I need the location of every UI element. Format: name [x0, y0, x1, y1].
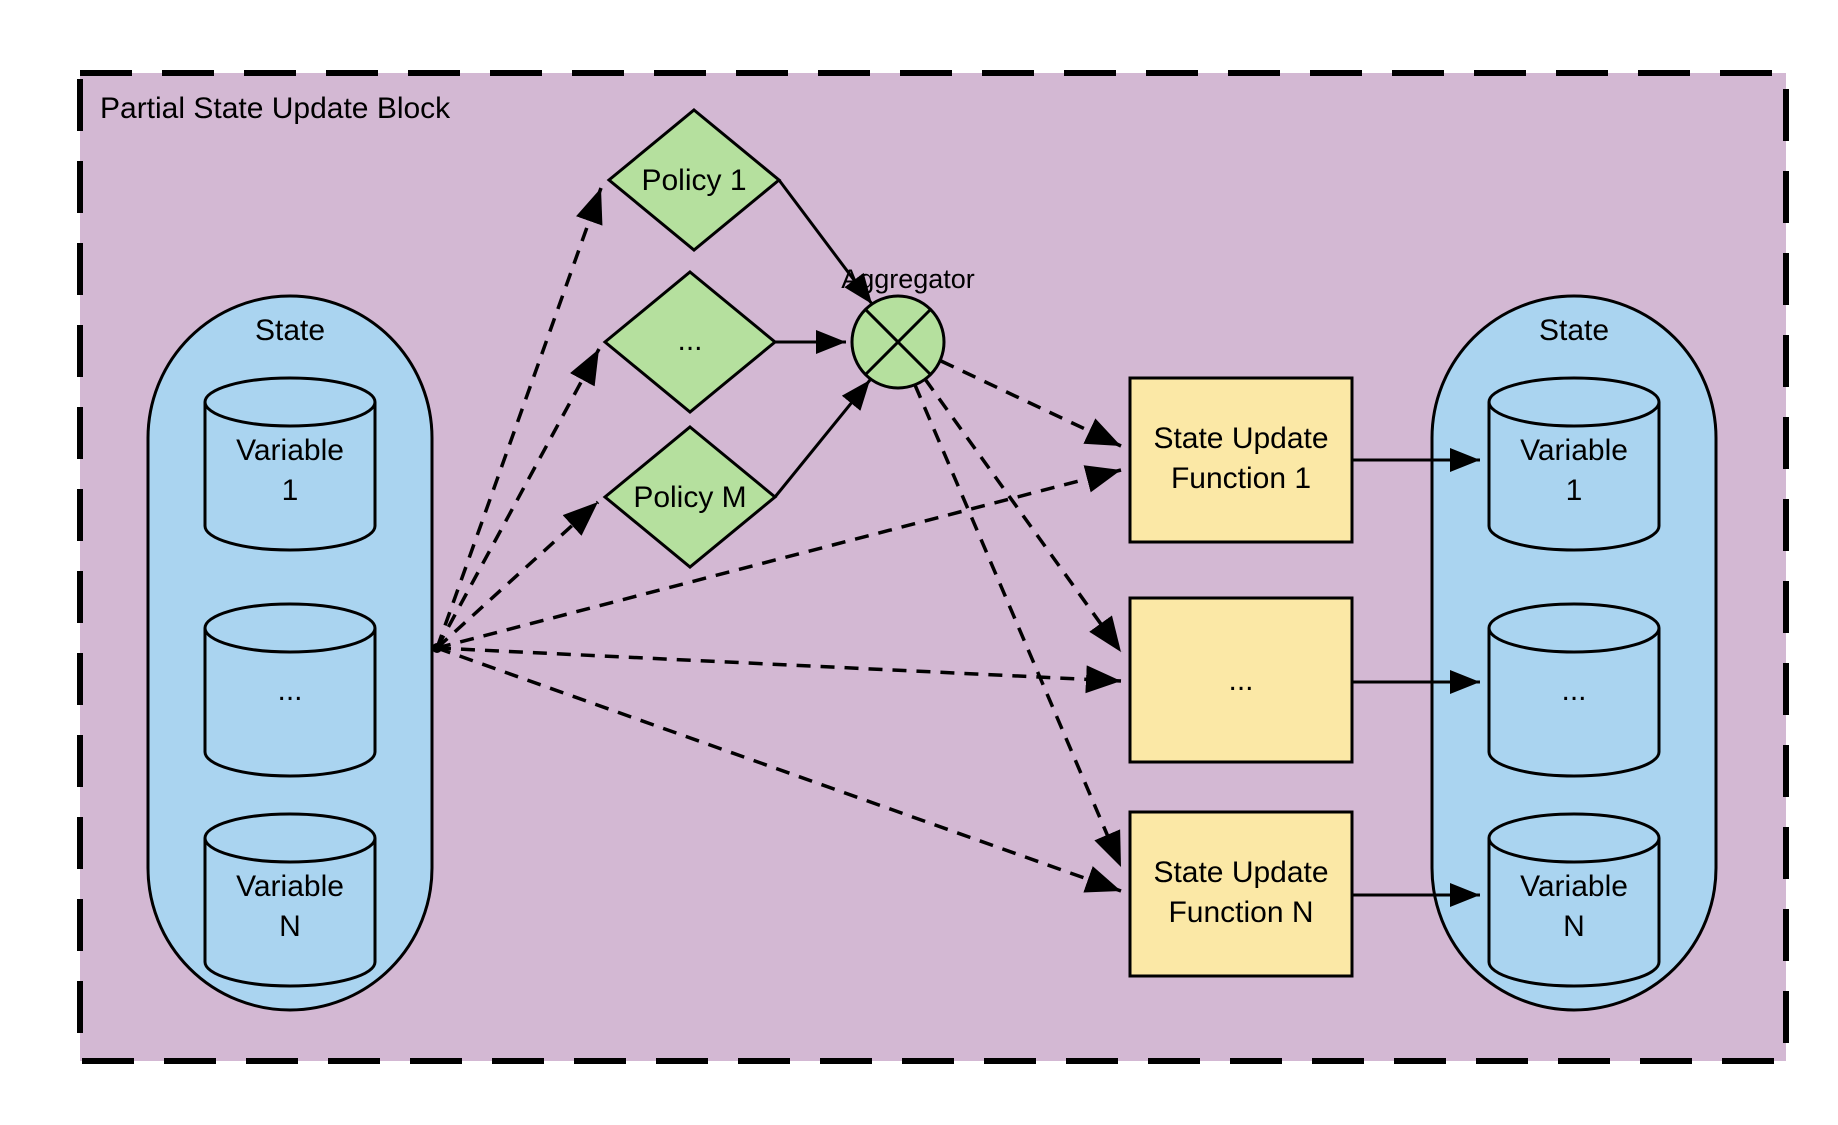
cylinder-top: [1487, 376, 1661, 428]
cylinder-top: [1487, 602, 1661, 654]
right-variable-n-label-line1: Variable: [1520, 870, 1628, 903]
state-update-function-1-label-line2: Function 1: [1171, 462, 1311, 495]
policy-m-diamond: [602, 425, 778, 569]
arrow-aggregator-to-suf-n: [913, 384, 1123, 868]
right-variable-1-cylinder: Variable 1: [1487, 376, 1661, 552]
policy-m-label: Policy M: [633, 481, 746, 514]
left-variable-1-label-line1: Variable: [236, 434, 344, 467]
right-variable-dots-cylinder: ...: [1487, 602, 1661, 778]
cylinder-body: [1487, 402, 1661, 552]
arrow-state-to-suf-n: [436, 646, 1122, 893]
arrow-state-to-policy-1: [435, 187, 603, 649]
right-variable-1-label-line2: 1: [1566, 474, 1583, 507]
cylinder-body: [203, 402, 377, 552]
arrow-aggregator-to-suf-dots: [923, 377, 1123, 654]
state-update-function-n-label-line2: Function N: [1168, 896, 1313, 929]
arrow-state-to-policy-dots: [435, 348, 601, 649]
cylinder-body: [203, 628, 377, 778]
block-title: Partial State Update Block: [100, 92, 451, 125]
policy-1: Policy 1: [606, 108, 782, 252]
left-variable-dots-label: ...: [277, 674, 302, 707]
cylinder-body: [1487, 628, 1661, 778]
arrow-state-to-policy-m: [435, 500, 600, 650]
state-update-function-n-box: [1128, 810, 1354, 978]
arrow-aggregator-to-suf-1: [940, 359, 1122, 448]
arrow-state-to-suf-dots: [436, 646, 1122, 694]
state-update-function-n: State Update Function N: [1128, 810, 1354, 978]
cylinder-top: [203, 812, 377, 864]
state-update-function-n-label-line1: State Update: [1153, 856, 1328, 889]
cylinder-body: [1487, 838, 1661, 988]
arrow-policy-m-to-aggregator: [773, 379, 872, 498]
left-variable-1-cylinder: Variable 1: [203, 376, 377, 552]
arrow-state-to-suf-1: [436, 465, 1122, 650]
aggregator-cross-line-2: [864, 308, 932, 376]
right-variable-n-cylinder: Variable N: [1487, 812, 1661, 988]
cylinder-top: [1487, 812, 1661, 864]
policy-1-label: Policy 1: [641, 164, 746, 197]
cylinder-top: [203, 376, 377, 428]
edges: [432, 179, 1480, 907]
state-update-function-1-box: [1128, 376, 1354, 544]
left-state-container: State Variable 1 ... Variable N: [146, 294, 434, 1012]
arrow-policy-1-to-aggregator: [777, 179, 874, 305]
state-update-function-dots: ...: [1128, 596, 1354, 764]
policy-1-diamond: [606, 108, 782, 252]
right-variable-dots-label: ...: [1561, 674, 1586, 707]
left-variable-dots-cylinder: ...: [203, 602, 377, 778]
left-variable-n-label-line1: Variable: [236, 870, 344, 903]
policy-dots-label: ...: [677, 324, 702, 357]
right-state-label: State: [1539, 314, 1609, 347]
policy-dots: ...: [602, 270, 778, 414]
cylinder-body: [203, 838, 377, 988]
cylinder-top: [203, 602, 377, 654]
left-variable-1-label-line2: 1: [282, 474, 299, 507]
left-state-label: State: [255, 314, 325, 347]
state-update-function-1-label-line1: State Update: [1153, 422, 1328, 455]
state-update-function-dots-box: [1128, 596, 1354, 764]
right-variable-1-label-line1: Variable: [1520, 434, 1628, 467]
state-update-function-dots-label: ...: [1228, 664, 1253, 697]
left-variable-n-label-line2: N: [279, 910, 301, 943]
policy-m: Policy M: [602, 425, 778, 569]
left-variable-n-cylinder: Variable N: [203, 812, 377, 988]
right-variable-n-label-line2: N: [1563, 910, 1585, 943]
right-state-container: State Variable 1 ... Variable N: [1430, 294, 1718, 1012]
policy-dots-diamond: [602, 270, 778, 414]
state-update-function-1: State Update Function 1: [1128, 376, 1354, 544]
